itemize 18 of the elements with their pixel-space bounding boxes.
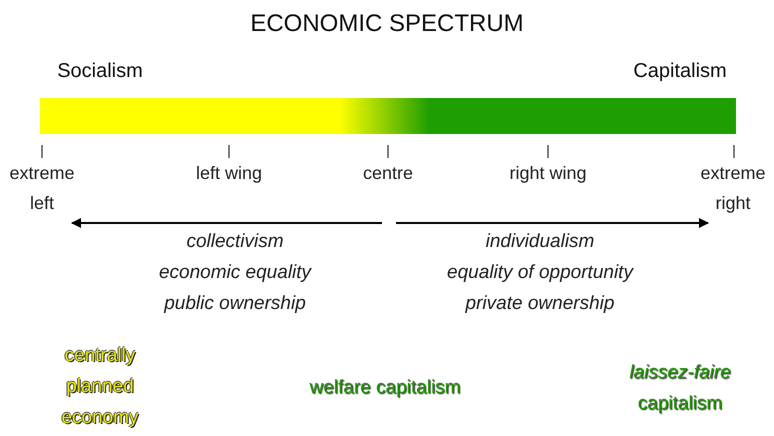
value-text: private ownership	[466, 293, 614, 314]
tick-label: extreme left	[9, 163, 75, 213]
title: ECONOMIC SPECTRUM	[250, 9, 524, 39]
tick-label: right wing	[509, 163, 587, 183]
value-text: individualism	[486, 231, 594, 252]
tick-label: extreme right	[700, 163, 766, 213]
value-text: economic equality	[158, 262, 312, 283]
spectrum-bar	[40, 98, 736, 134]
economy-label: laissez-faire capitalism	[629, 362, 731, 414]
tick-label: centre	[362, 163, 414, 183]
value-text: public ownership	[164, 293, 306, 314]
value-text: collectivism	[186, 231, 284, 252]
economy-label: centrally planned economy	[61, 345, 139, 428]
tick-label: left wing	[196, 163, 262, 183]
value-text: equality of opportunity	[447, 262, 633, 283]
end-label: Capitalism	[633, 60, 727, 82]
economy-label: welfare capitalism	[310, 377, 460, 398]
end-label: Socialism	[57, 60, 143, 82]
